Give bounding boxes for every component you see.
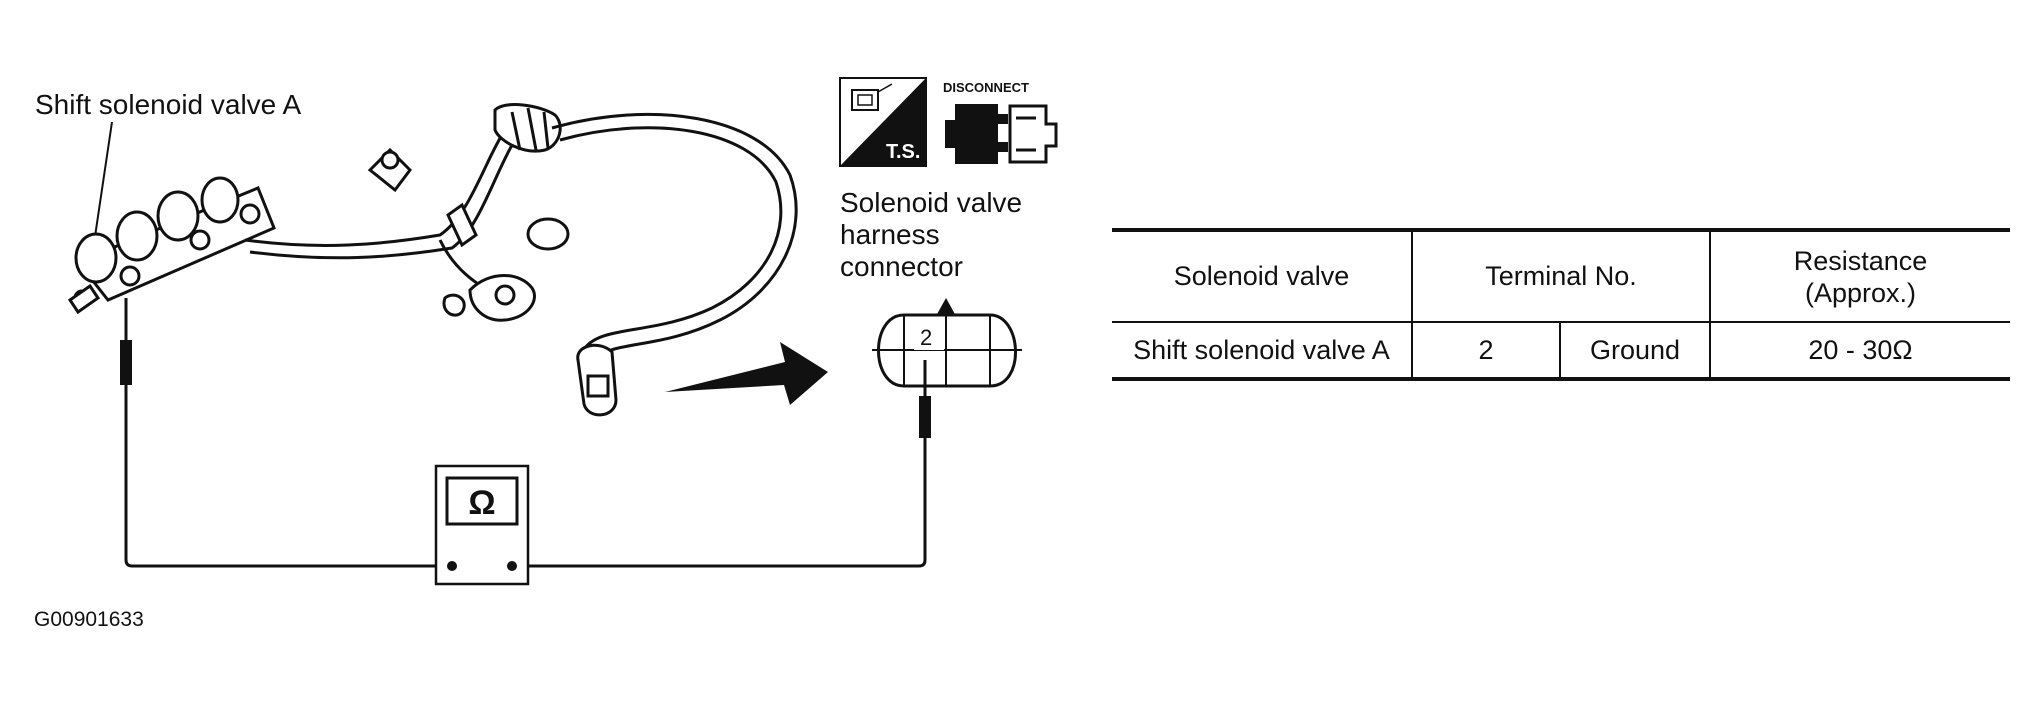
disconnect-badge: DISCONNECT xyxy=(943,80,1058,164)
figure-id: G00901633 xyxy=(34,608,144,631)
disconnect-connector-icon xyxy=(945,104,1058,164)
header-solenoid-valve: Solenoid valve xyxy=(1112,228,1413,323)
ohmmeter-terminal-left xyxy=(447,561,457,571)
table-header-row: Solenoid valve Terminal No. Resistance (… xyxy=(1112,228,2010,323)
cell-terminal: 2 xyxy=(1412,322,1561,381)
resistance-spec-table: Solenoid valve Terminal No. Resistance (… xyxy=(1112,228,2010,381)
header-resistance: Resistance (Approx.) xyxy=(1710,228,2010,323)
ts-badge: T.S. xyxy=(839,77,927,167)
table-row: Shift solenoid valve A 2 Ground 20 - 30Ω xyxy=(1112,322,2010,381)
test-lead-right xyxy=(514,360,931,568)
connector-label-line1: Solenoid valve xyxy=(840,187,1022,218)
tester-icon xyxy=(851,83,893,111)
terminal-pointer-arrow xyxy=(936,298,956,316)
header-resistance-line2: (Approx.) xyxy=(1804,277,1917,308)
harness-cable xyxy=(551,113,798,417)
shift-solenoid-label: Shift solenoid valve A xyxy=(35,89,301,120)
connector-label-line2: harness xyxy=(840,219,940,250)
direction-arrow xyxy=(665,342,828,405)
test-lead-left xyxy=(120,298,450,568)
disconnect-badge-text: DISCONNECT xyxy=(943,80,1029,95)
leader-line xyxy=(92,121,113,251)
header-terminal-no: Terminal No. xyxy=(1412,228,1711,323)
solenoid-valve-assembly xyxy=(67,176,276,315)
wire-harness xyxy=(244,103,570,322)
cell-valve: Shift solenoid valve A xyxy=(1112,322,1413,381)
ohmmeter: Ω xyxy=(434,464,530,586)
terminal-number-label: 2 xyxy=(920,325,932,350)
cell-ground: Ground xyxy=(1560,322,1711,381)
connector-label-line3: connector xyxy=(840,251,963,282)
harness-connector-face: 2 xyxy=(872,298,1022,388)
ohmmeter-terminal-right xyxy=(507,561,517,571)
header-resistance-line1: Resistance xyxy=(1793,245,1928,276)
cell-resistance: 20 - 30Ω xyxy=(1710,322,2010,381)
ohm-symbol: Ω xyxy=(468,484,495,522)
ts-badge-text: T.S. xyxy=(886,141,920,163)
